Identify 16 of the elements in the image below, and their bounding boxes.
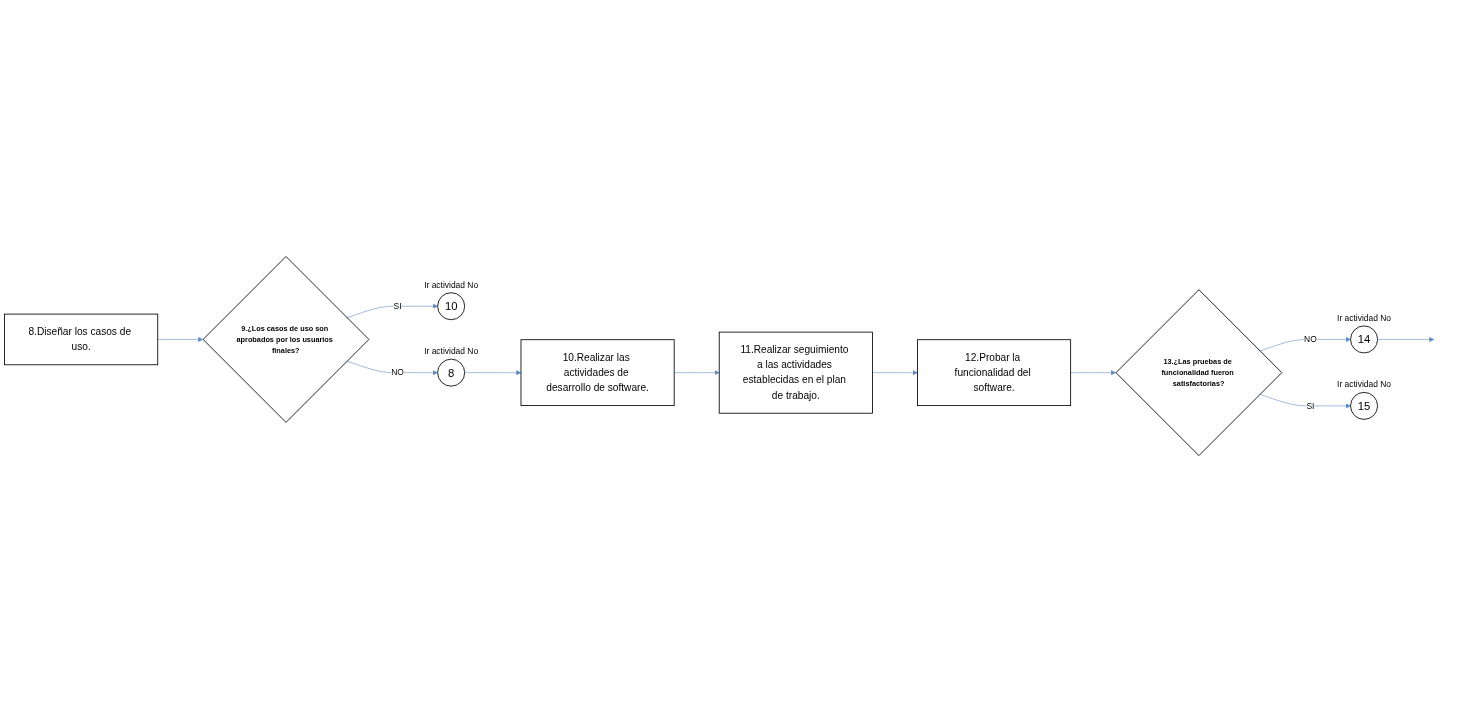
node-circle: 8 [437, 358, 466, 387]
edge-label: SI [393, 300, 402, 311]
node-box: 10.Realizar las actividades de desarrollo de software. [520, 339, 675, 406]
node-circle: 14 [1350, 325, 1378, 354]
edge-label: NO [391, 367, 404, 377]
node-label: Ir actividad No [1337, 312, 1392, 323]
node-box: 11.Realizar seguimiento a las actividades establecidas en el plan de trabajo. [718, 331, 873, 414]
edge-label: SI [1306, 400, 1315, 411]
node-label: Ir actividad No [424, 346, 479, 356]
node-box: 8.Diseñar los casos de uso. [4, 313, 159, 366]
node-label: Ir actividad No [1337, 379, 1392, 389]
node-box: 12.Probar la funcionalidad del software. [917, 339, 1072, 406]
node-circle: 10 [437, 292, 466, 321]
node-label: Ir actividad No [424, 279, 479, 290]
node-circle: 15 [1350, 391, 1378, 420]
edge-label: NO [1304, 334, 1317, 344]
